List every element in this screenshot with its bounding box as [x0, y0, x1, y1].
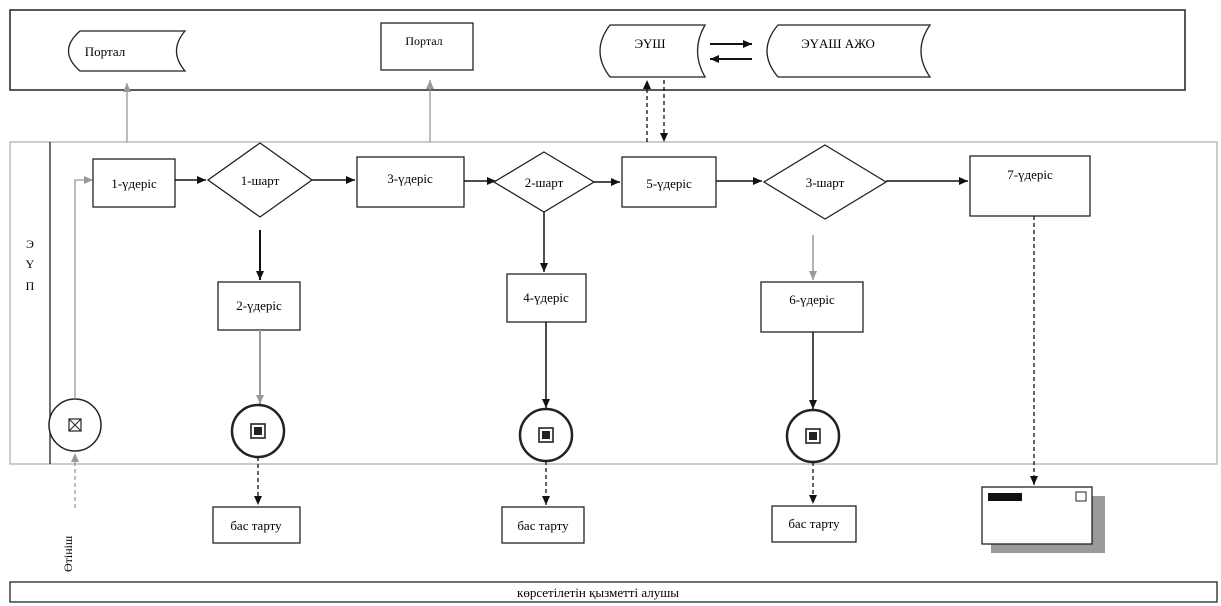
- step-3-label: 3-үдеріс: [387, 171, 433, 186]
- lane-label-letter-3: П: [26, 279, 35, 293]
- condition-3-diamond: 3-шарт: [762, 144, 888, 220]
- bottom-lane: [9, 581, 1218, 603]
- end-event-2-icon: [518, 407, 574, 463]
- step-6-label: 6-үдеріс: [789, 292, 835, 307]
- condition-1-diamond: 1-шарт: [206, 142, 314, 218]
- step-2-label: 2-үдеріс: [236, 298, 282, 313]
- step-4-label: 4-үдеріс: [523, 290, 569, 305]
- condition-1-label: 1-шарт: [241, 173, 280, 188]
- step-5-label: 5-үдеріс: [646, 176, 692, 191]
- step-5-box: 5-үдеріс: [621, 156, 717, 208]
- lane-label-letter-1: Э: [26, 237, 34, 251]
- step-7-box: 7-үдеріс: [969, 155, 1091, 217]
- lane-label-letter-2: Ү: [26, 257, 35, 271]
- start-to-step1-connector: [74, 176, 93, 399]
- condition-2-label: 2-шарт: [525, 175, 564, 190]
- refusal-3-label: бас тарту: [788, 516, 840, 531]
- step-6-box: 6-үдеріс: [760, 281, 864, 333]
- step-1-box: 1-үдеріс: [92, 158, 176, 208]
- bottom-lane-label: көрсетілетін қызметті алушы: [517, 585, 679, 600]
- portal-2-node: Портал: [380, 22, 474, 71]
- step-7-label: 7-үдеріс: [1007, 167, 1053, 182]
- refusal-1-label: бас тарту: [230, 518, 282, 533]
- portal-1-label: Портал: [85, 44, 126, 59]
- portal-1-node: Портал: [67, 30, 187, 72]
- condition-3-label: 3-шарт: [806, 175, 845, 190]
- refusal-2-box: бас тарту: [501, 506, 585, 544]
- step-1-label: 1-үдеріс: [111, 176, 157, 191]
- document-icon: [981, 486, 1105, 553]
- portal-2-label: Портал: [405, 34, 442, 48]
- end-event-1-icon: [230, 403, 286, 459]
- step-3-box: 3-үдеріс: [356, 156, 465, 208]
- top-lane: [9, 9, 1186, 91]
- request-label: Өтініш: [61, 535, 75, 572]
- refusal-1-box: бас тарту: [212, 506, 301, 544]
- step-4-box: 4-үдеріс: [506, 273, 587, 323]
- eush-label: ЭҮШ: [634, 36, 665, 51]
- eush-azhd-node: ЭҮАШ АЖО: [766, 24, 932, 78]
- refusal-2-label: бас тарту: [517, 518, 569, 533]
- eush-node: ЭҮШ: [599, 24, 707, 78]
- step-2-box: 2-үдеріс: [217, 281, 301, 331]
- start-event-icon: [48, 398, 102, 452]
- refusal-3-box: бас тарту: [771, 505, 857, 543]
- end-event-3-icon: [785, 408, 841, 464]
- eush-azhd-label: ЭҮАШ АЖО: [801, 36, 875, 51]
